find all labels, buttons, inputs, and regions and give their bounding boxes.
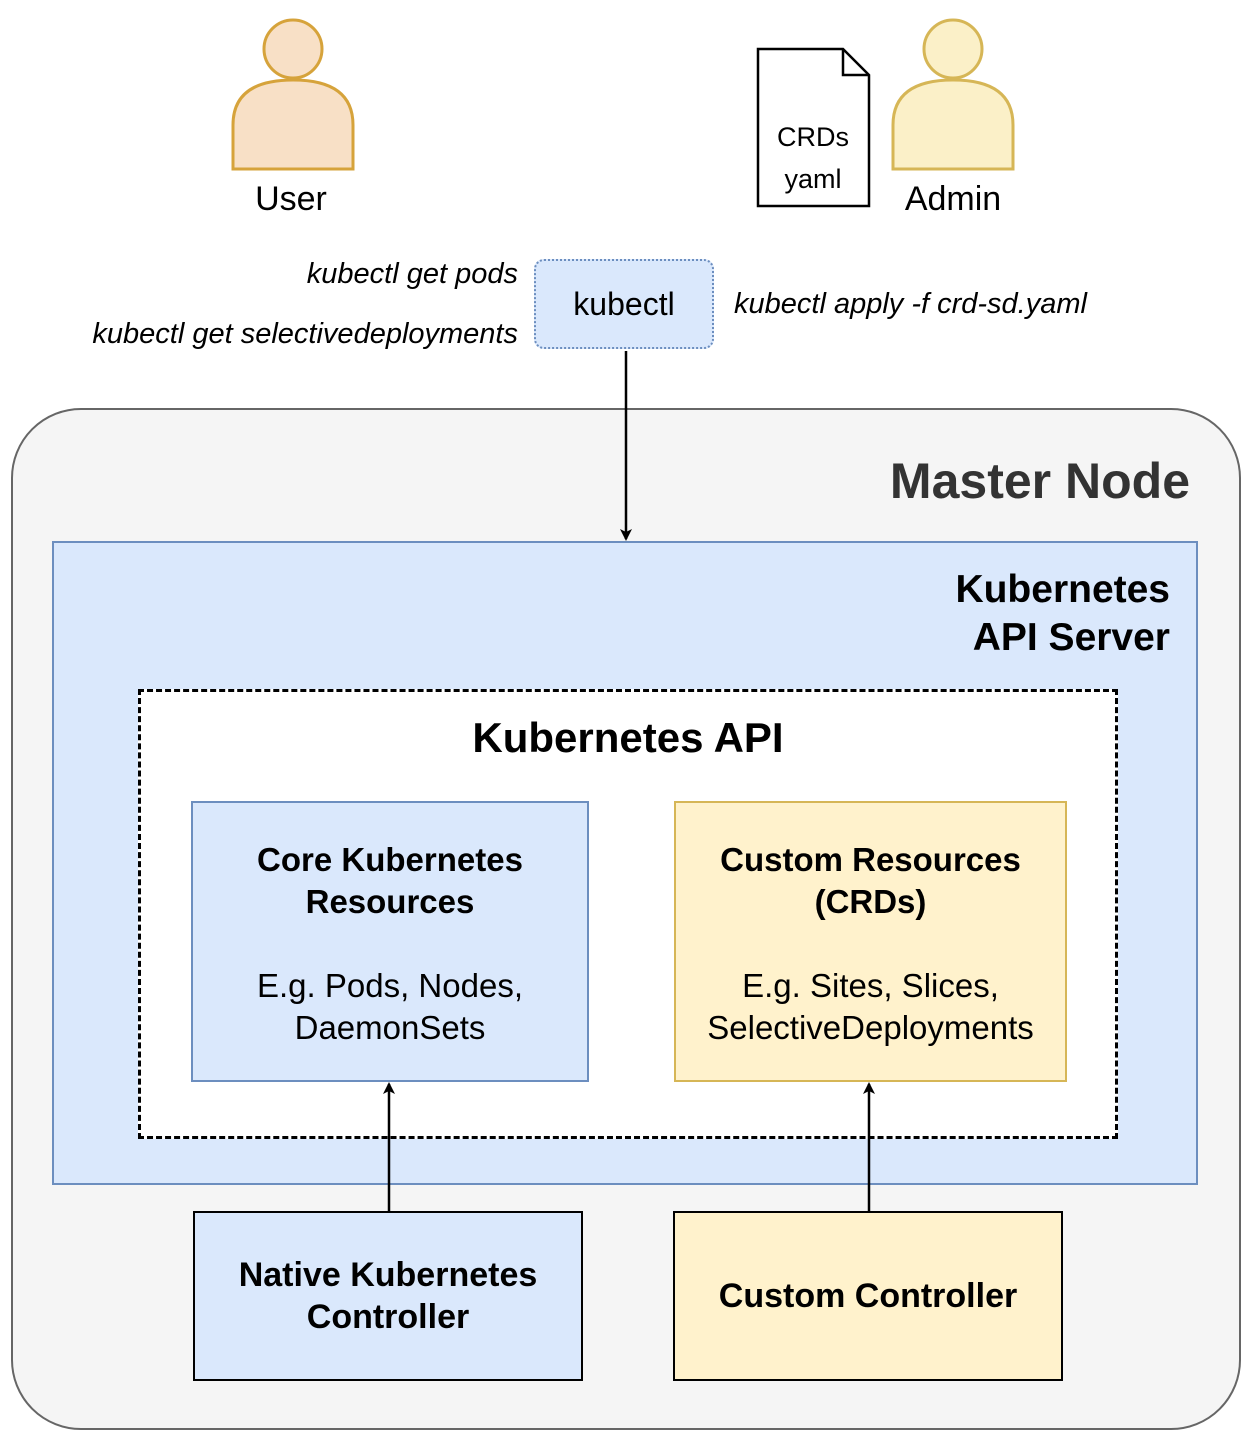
admin-actor-icon — [891, 18, 1015, 171]
admin-command-apply: kubectl apply -f crd-sd.yaml — [734, 288, 1087, 320]
api-server-title-line2: API Server — [972, 616, 1170, 659]
custom-controller-box: Custom Controller — [673, 1211, 1063, 1381]
crd-document-text: CRDs yaml — [757, 116, 869, 200]
kubectl-box: kubectl — [534, 259, 714, 349]
crd-document-line1: CRDs — [777, 122, 849, 152]
user-actor-icon — [231, 18, 355, 171]
kubectl-label: kubectl — [573, 285, 675, 322]
custom-resources-title-line1: Custom Resources — [720, 841, 1021, 878]
native-controller-box: Native Kubernetes Controller — [193, 1211, 583, 1381]
admin-label: Admin — [904, 180, 1002, 218]
user-command-get-pods: kubectl get pods — [306, 258, 518, 290]
core-resources-examples-line1: E.g. Pods, Nodes, — [257, 967, 523, 1004]
api-server-title: Kubernetes API Server — [955, 566, 1170, 662]
core-resources-examples-line2: DaemonSets — [294, 1009, 486, 1046]
custom-resources-box: Custom Resources (CRDs) E.g. Sites, Slic… — [674, 801, 1067, 1082]
core-resources-title-line2: Resources — [305, 883, 475, 920]
api-server-title-line1: Kubernetes — [955, 568, 1170, 611]
user-label: User — [255, 180, 327, 218]
custom-resources-examples-line1: E.g. Sites, Slices, — [742, 967, 999, 1004]
user-command-get-selectivedeployments: kubectl get selectivedeployments — [92, 318, 518, 350]
custom-controller-label: Custom Controller — [718, 1277, 1018, 1315]
kubernetes-api-title: Kubernetes API — [472, 714, 784, 761]
core-resources-box: Core Kubernetes Resources E.g. Pods, Nod… — [191, 801, 589, 1082]
crd-document-line2: yaml — [784, 164, 842, 194]
native-controller-line1: Native Kubernetes — [238, 1256, 538, 1294]
master-node-title: Master Node — [889, 453, 1190, 509]
crd-document-icon — [756, 47, 871, 208]
custom-resources-title-line2: (CRDs) — [814, 883, 927, 920]
core-resources-title-line1: Core Kubernetes — [257, 841, 523, 878]
native-controller-line2: Controller — [306, 1298, 470, 1336]
custom-resources-examples-line2: SelectiveDeployments — [707, 1009, 1034, 1046]
